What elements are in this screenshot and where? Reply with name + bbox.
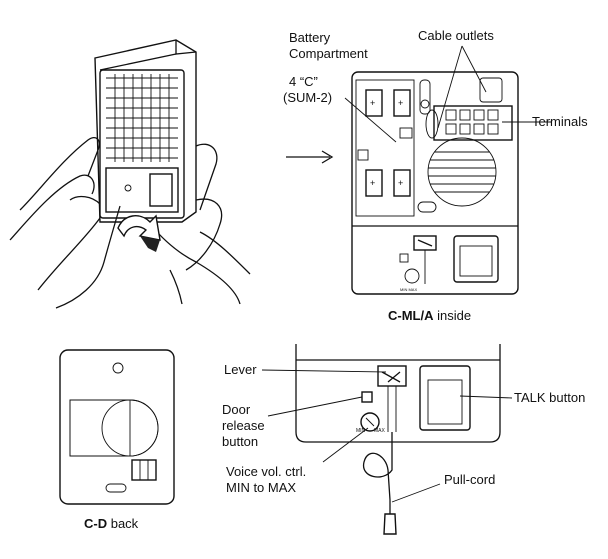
pull-cord-label: Pull-cord: [444, 472, 495, 487]
back-caption-text: back: [107, 516, 139, 531]
svg-text:+: +: [370, 178, 375, 188]
leader-lines: [261, 45, 552, 503]
voice-volume-label-line2: MIN to MAX: [226, 480, 296, 495]
cable-outlets-label: Cable outlets: [418, 28, 494, 43]
battery-type-label-line1: 4 “C”: [289, 74, 318, 89]
battery-compartment-label-line1: Battery: [289, 30, 331, 45]
arrow-right-icon: [286, 150, 334, 164]
hands-holding-unit-illustration: [9, 39, 251, 309]
svg-text:+: +: [398, 178, 403, 188]
door-release-label-line3: button: [222, 434, 258, 449]
c-d-back-illustration: [59, 349, 175, 505]
min-mark: MIN: [356, 428, 366, 434]
back-caption-model: C-D: [84, 516, 107, 531]
inside-caption-text: inside: [434, 308, 472, 323]
c-ml-a-inside-illustration: + + + + MIN MAX: [351, 71, 519, 295]
svg-text:+: +: [370, 98, 375, 108]
max-mark: MAX: [374, 428, 386, 434]
lever-label: Lever: [224, 362, 257, 377]
controls-detail-illustration: MIN MAX: [295, 344, 501, 535]
door-release-label-line1: Door: [222, 402, 251, 417]
svg-text:+: +: [398, 98, 403, 108]
door-release-label-line2: release: [222, 418, 265, 433]
battery-compartment-label-line2: Compartment: [289, 46, 368, 61]
inside-caption-model: C-ML/A: [388, 308, 434, 323]
curved-arrow-icon: [117, 214, 161, 241]
terminals-label: Terminals: [532, 114, 588, 129]
talk-button-label: TALK button: [514, 390, 585, 405]
inside-caption: C-ML/A inside: [388, 308, 471, 323]
svg-text:MIN MAX: MIN MAX: [400, 287, 417, 292]
voice-volume-label-line1: Voice vol. ctrl.: [226, 464, 306, 479]
battery-type-label-line2: (SUM-2): [283, 90, 332, 105]
back-caption: C-D back: [84, 516, 139, 531]
